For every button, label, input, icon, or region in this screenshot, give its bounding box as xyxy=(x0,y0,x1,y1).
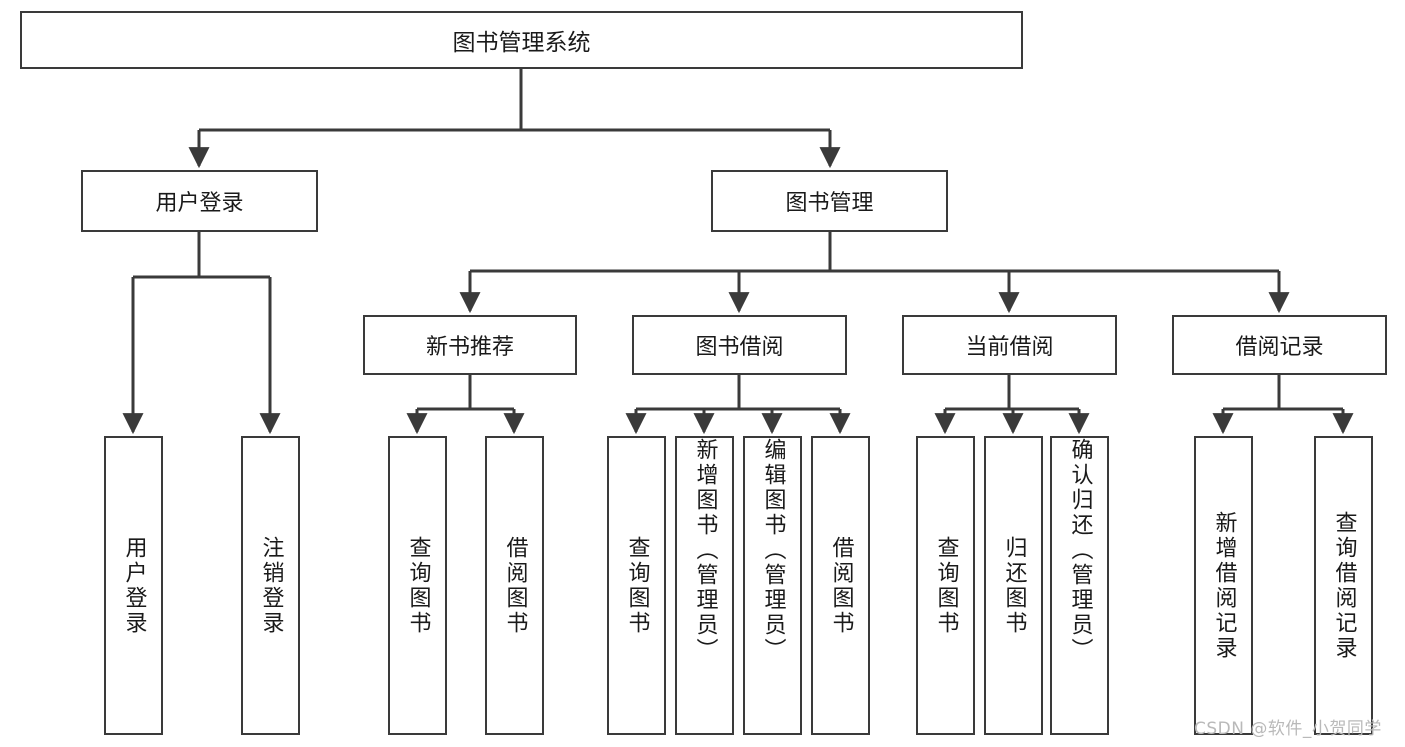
leaf-query-borrow-record[interactable]: 查询借阅记录 xyxy=(1314,436,1373,735)
leaf-label: 归还图书 xyxy=(1001,535,1027,636)
node-label: 当前借阅 xyxy=(965,335,1054,360)
node-user-login[interactable]: 用户登录 xyxy=(81,170,318,232)
node-label: 借阅记录 xyxy=(1235,335,1324,360)
leaf-lend-book[interactable]: 借阅图书 xyxy=(811,436,870,735)
node-book-management[interactable]: 图书管理 xyxy=(711,170,948,232)
node-new-book-recommend[interactable]: 新书推荐 xyxy=(363,315,577,375)
node-label: 用户登录 xyxy=(155,191,244,216)
leaf-label: 查询图书 xyxy=(405,535,431,636)
watermark-csdn: CSDN @软件_小贺同学 xyxy=(1194,719,1382,739)
leaf-label: 注销登录 xyxy=(258,535,284,636)
leaf-label: 编辑图书（管理员） xyxy=(760,438,786,663)
leaf-logout[interactable]: 注销登录 xyxy=(241,436,300,735)
leaf-add-borrow-record[interactable]: 新增借阅记录 xyxy=(1194,436,1253,735)
leaf-label: 借阅图书 xyxy=(828,535,854,636)
leaf-confirm-return-admin[interactable]: 确认归还（管理员） xyxy=(1050,436,1109,735)
leaf-query-book-current[interactable]: 查询图书 xyxy=(916,436,975,735)
node-book-borrow[interactable]: 图书借阅 xyxy=(632,315,847,375)
node-label: 图书借阅 xyxy=(695,335,784,360)
node-root-book-management-system[interactable]: 图书管理系统 xyxy=(20,11,1023,69)
node-label: 图书管理系统 xyxy=(452,30,591,56)
leaf-label: 查询借阅记录 xyxy=(1331,510,1357,661)
leaf-label: 新增图书（管理员） xyxy=(692,438,718,663)
leaf-edit-book-admin[interactable]: 编辑图书（管理员） xyxy=(743,436,802,735)
node-label: 图书管理 xyxy=(785,191,874,216)
leaf-label: 新增借阅记录 xyxy=(1211,510,1237,661)
leaf-label: 确认归还（管理员） xyxy=(1067,438,1093,663)
leaf-borrow-book-recommend[interactable]: 借阅图书 xyxy=(485,436,544,735)
leaf-label: 查询图书 xyxy=(624,535,650,636)
node-label: 新书推荐 xyxy=(425,335,514,360)
node-current-borrow[interactable]: 当前借阅 xyxy=(902,315,1117,375)
leaf-user-login[interactable]: 用户登录 xyxy=(104,436,163,735)
leaf-label: 查询图书 xyxy=(933,535,959,636)
node-borrow-record[interactable]: 借阅记录 xyxy=(1172,315,1387,375)
leaf-return-book[interactable]: 归还图书 xyxy=(984,436,1043,735)
leaf-query-book-recommend[interactable]: 查询图书 xyxy=(388,436,447,735)
leaf-query-book-borrow[interactable]: 查询图书 xyxy=(607,436,666,735)
leaf-add-book-admin[interactable]: 新增图书（管理员） xyxy=(675,436,734,735)
leaf-label: 用户登录 xyxy=(121,535,147,636)
leaf-label: 借阅图书 xyxy=(502,535,528,636)
